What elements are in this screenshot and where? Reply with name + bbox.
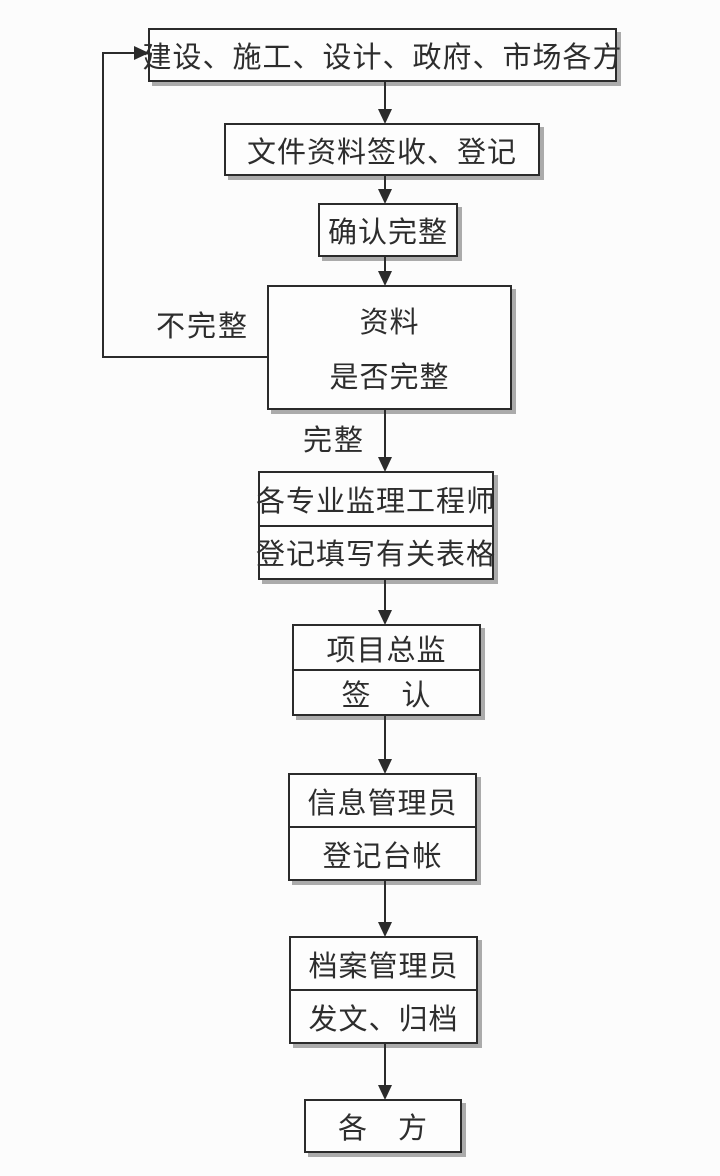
flow-node-info-manager-row-1: 信息管理员 [307, 787, 458, 820]
flow-node-sources-label: 建设、施工、设计、政府、市场各方 [142, 42, 623, 74]
connector-line-sign-register-to-confirm [384, 176, 386, 190]
connector-line-confirm-to-decision [384, 257, 386, 272]
arrow-right-icon [134, 46, 149, 60]
flow-node-sign-register-label: 文件资料签收、登记 [246, 136, 517, 169]
arrow-down-icon [378, 109, 392, 124]
flow-node-sign-register: 文件资料签收、登记 [224, 123, 540, 176]
flow-node-chief-supervisor-row-2: 签 认 [294, 669, 479, 714]
feedback-line-horizontal-top [102, 52, 135, 54]
arrow-down-icon [378, 457, 392, 472]
flow-node-supervision-engineers-row-1: 各专业监理工程师 [256, 485, 497, 518]
flow-node-all-parties-label: 各 方 [337, 1113, 428, 1145]
flow-node-decision-line-1: 资料 [359, 307, 420, 340]
feedback-line-horizontal-bottom [102, 356, 268, 358]
flow-node-sources: 建设、施工、设计、政府、市场各方 [142, 28, 623, 82]
flow-node-supervision-engineers-row-2: 登记填写有关表格 [256, 524, 495, 579]
flow-node-info-manager-row-2: 登记台帐 [290, 826, 475, 879]
flow-node-confirm-complete: 确认完整 [318, 203, 458, 257]
connector-line-info-to-archive-manager [384, 881, 386, 923]
edge-label-complete: 完整 [303, 425, 366, 457]
connector-line-sources-to-sign-register [384, 82, 386, 110]
connector-line-archive-to-all-parties [384, 1044, 386, 1086]
arrow-down-icon [378, 189, 392, 204]
arrow-down-icon [378, 1085, 392, 1100]
feedback-line-vertical [102, 52, 104, 358]
flow-node-supervision-engineers: 各专业监理工程师 登记填写有关表格 [256, 471, 497, 580]
arrow-down-icon [378, 610, 392, 625]
flow-node-chief-supervisor: 项目总监 签 认 [292, 624, 481, 716]
flow-node-archive-manager-row-1: 档案管理员 [308, 950, 459, 983]
flow-node-archive-manager-row-2: 发文、归档 [291, 989, 476, 1042]
arrow-down-icon [378, 759, 392, 774]
connector-line-engineers-to-chief [384, 580, 386, 611]
connector-line-decision-to-engineers [384, 410, 386, 458]
flow-node-decision-completeness: 资料 是否完整 [267, 285, 512, 410]
flow-node-all-parties: 各 方 [304, 1099, 462, 1153]
flow-node-archive-manager: 档案管理员 发文、归档 [289, 936, 478, 1044]
edge-label-incomplete: 不完整 [156, 311, 250, 343]
flow-node-confirm-complete-label: 确认完整 [327, 217, 448, 249]
flow-node-chief-supervisor-row-1: 项目总监 [326, 634, 447, 667]
flow-node-info-manager: 信息管理员 登记台帐 [288, 773, 477, 881]
arrow-down-icon [378, 922, 392, 937]
flow-node-decision-line-2: 是否完整 [329, 361, 450, 394]
arrow-down-icon [378, 271, 392, 286]
connector-line-chief-to-info-manager [384, 716, 386, 760]
